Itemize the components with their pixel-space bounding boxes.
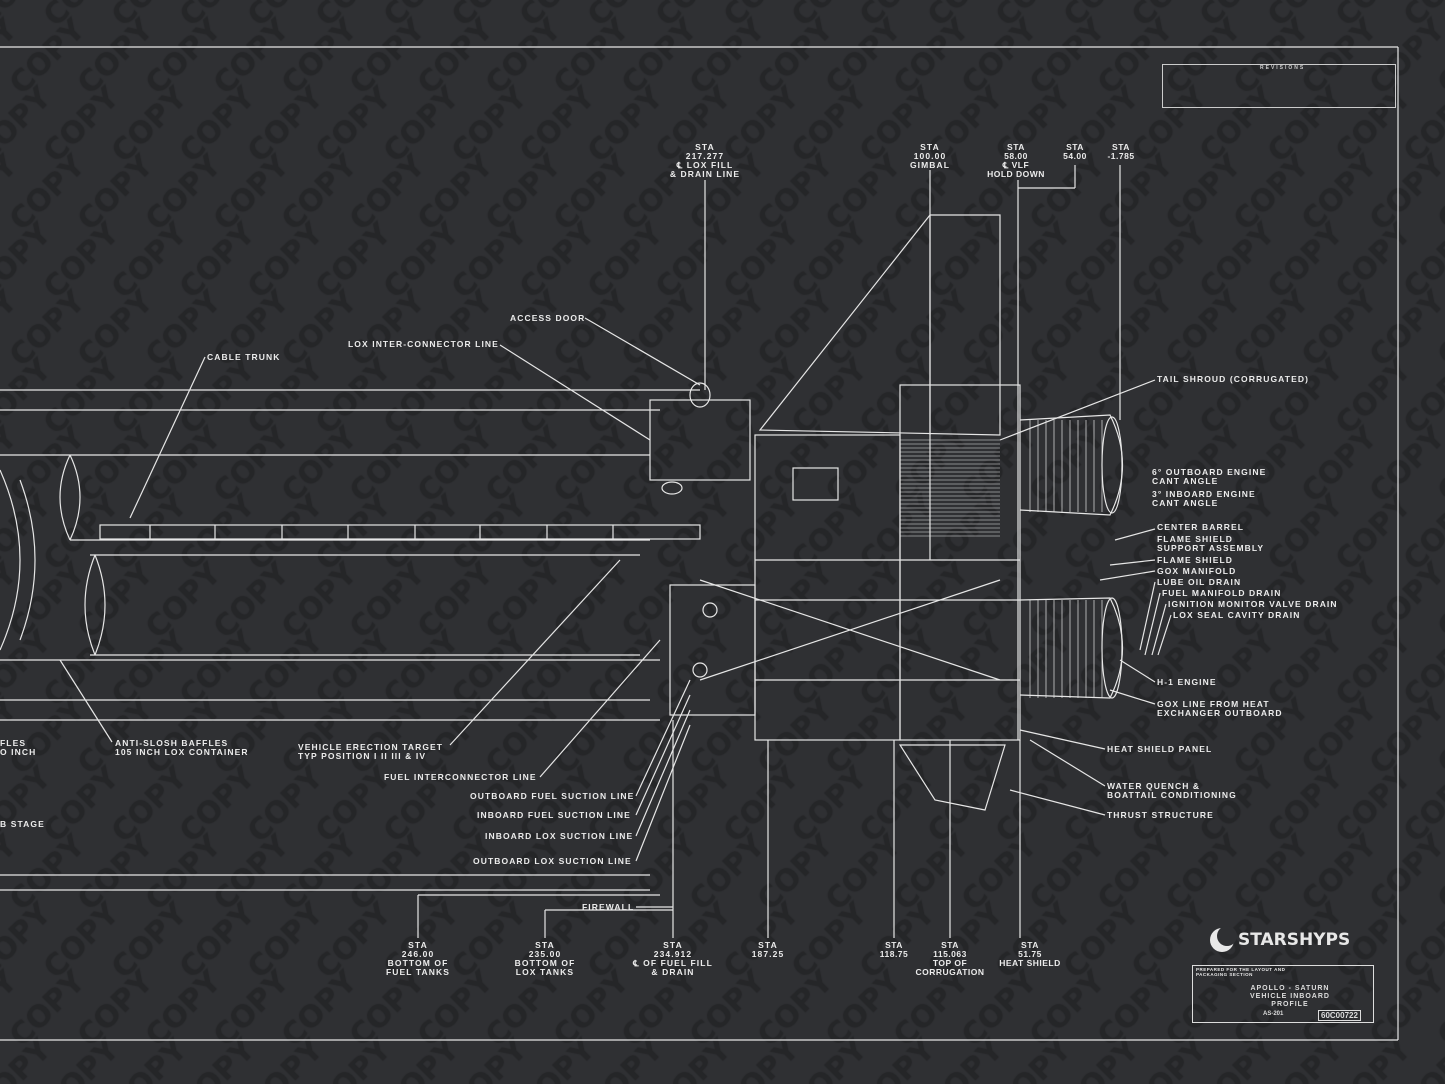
aft-skirt (649, 382, 1020, 741)
callout-gox-manifold: GOX MANIFOLD (1157, 566, 1237, 576)
callout-lox-seal-drain: LOX SEAL CAVITY DRAIN (1173, 610, 1301, 620)
callout-water-quench: WATER QUENCH & BOATTAIL CONDITIONING (1107, 781, 1237, 800)
logo-text: STARSHYPS (1238, 930, 1351, 950)
callout-tail-shroud: TAIL SHROUD (CORRUGATED) (1157, 374, 1310, 384)
callout-firewall: FIREWALL (582, 902, 635, 912)
callout-inboard-lox-suction: INBOARD LOX SUCTION LINE (485, 831, 634, 841)
callout-access-door: ACCESS DOOR (510, 313, 586, 323)
station-label-115-063: STA 115.063 TOP OF CORRUGATION (915, 940, 985, 977)
station-label-187-25: STA 187.25 (751, 940, 785, 959)
starshyps-logo: STARSHYPS (1210, 926, 1351, 952)
tail-shroud (899, 384, 1021, 741)
callout-lube-oil-drain: LUBE OIL DRAIN (1157, 577, 1242, 587)
drawing-number: 60C00722 (1318, 1010, 1361, 1021)
leader-lines (59, 317, 1172, 908)
revision-header: REVISIONS (1260, 65, 1306, 71)
drawing-border (0, 46, 1399, 1041)
station-label-234-912: STA 234.912 ℄ OF FUEL FILL & DRAIN (633, 940, 713, 977)
callout-outboard-fuel-suction: OUTBOARD FUEL SUCTION LINE (470, 791, 635, 801)
station-label-100: STA 100.00 GIMBAL (909, 142, 951, 170)
callout-vehicle-erection-target: VEHICLE ERECTION TARGET TYP POSITION I I… (298, 742, 444, 761)
title-block (1192, 965, 1374, 1023)
moon-logo-icon (1210, 926, 1237, 952)
station-label-235: STA 235.00 BOTTOM OF LOX TANKS (514, 940, 576, 977)
cable-trunk (99, 524, 701, 540)
callout-center-barrel: CENTER BARREL (1157, 522, 1245, 532)
callout-outboard-cant-angle: 6° OUTBOARD ENGINE CANT ANGLE (1152, 467, 1267, 486)
callout-fuel-manifold-drain: FUEL MANIFOLD DRAIN (1162, 588, 1282, 598)
callout-flame-shield-support: FLAME SHIELD SUPPORT ASSEMBLY (1157, 534, 1265, 553)
title-block-prepared: PREPARED FOR THE LAYOUT AND PACKAGING SE… (1196, 967, 1286, 977)
station-lines (417, 165, 1121, 938)
station-label-246: STA 246.00 BOTTOM OF FUEL TANKS (385, 940, 451, 977)
revision-block (1162, 64, 1396, 108)
callout-thrust-structure: THRUST STRUCTURE (1107, 810, 1214, 820)
station-label-118-75: STA 118.75 (879, 940, 909, 959)
station-label-217-277: STA 217.277 ℄ LOX FILL & DRAIN LINE (669, 142, 741, 179)
callout-inboard-fuel-suction: INBOARD FUEL SUCTION LINE (477, 810, 631, 820)
h1-engines (1019, 414, 1123, 699)
station-label-54: STA 54.00 (1063, 142, 1087, 161)
drawing-title: APOLLO - SATURN VEHICLE INBOARD PROFILE (1250, 985, 1330, 1008)
callout-anti-slosh-baffles: ANTI-SLOSH BAFFLES 105 INCH LOX CONTAINE… (115, 738, 249, 757)
callout-outboard-lox-suction: OUTBOARD LOX SUCTION LINE (473, 856, 632, 866)
fins (758, 214, 1006, 811)
callout-inboard-cant-angle: 3° INBOARD ENGINE CANT ANGLE (1152, 489, 1256, 508)
callout-ignition-monitor-drain: IGNITION MONITOR VALVE DRAIN (1168, 599, 1338, 609)
booster-tanks (0, 389, 700, 891)
callout-baffles-partial: FLES O INCH (0, 738, 37, 757)
callout-h1-engine: H-1 ENGINE (1157, 677, 1217, 687)
drawing-subtitle: AS-201 (1263, 1011, 1284, 1017)
callout-stage-partial: B STAGE (0, 819, 45, 829)
callout-fuel-interconnector: FUEL INTERCONNECTOR LINE (384, 772, 537, 782)
station-label-58: STA 58.00 ℄ VLF HOLD DOWN (987, 142, 1045, 179)
callout-cable-trunk: CABLE TRUNK (207, 352, 281, 362)
station-label-51-75: STA 51.75 HEAT SHIELD (999, 940, 1061, 968)
callout-lox-interconnector: LOX INTER-CONNECTOR LINE (348, 339, 499, 349)
callout-heat-shield-panel: HEAT SHIELD PANEL (1107, 744, 1213, 754)
callout-flame-shield: FLAME SHIELD (1157, 555, 1234, 565)
station-label-minus-1-785: STA -1.785 (1107, 142, 1135, 161)
callout-gox-line: GOX LINE FROM HEAT EXCHANGER OUTBOARD (1157, 699, 1283, 718)
